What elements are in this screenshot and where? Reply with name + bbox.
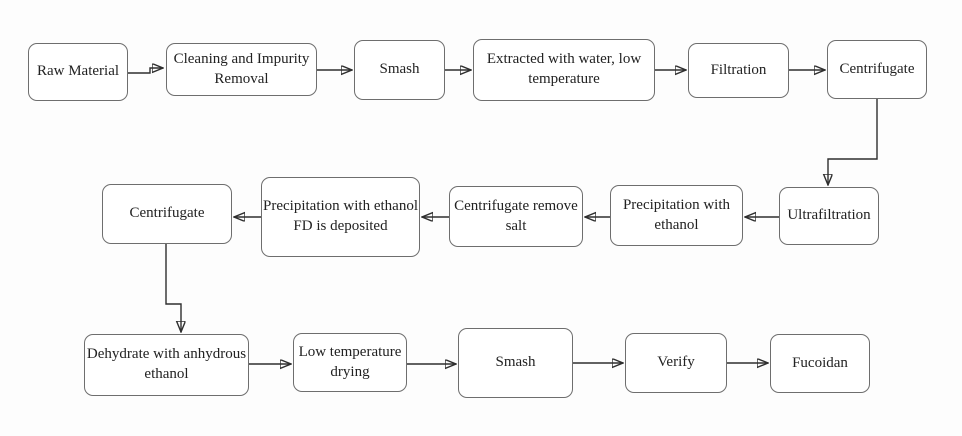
- node-centrifugate-2: Centrifugate: [102, 184, 232, 244]
- node-smash-1: Smash: [354, 40, 445, 100]
- node-centrifugate-1: Centrifugate: [827, 40, 927, 99]
- node-cleaning-impurity-removal: Cleaning and Impurity Removal: [166, 43, 317, 96]
- node-smash-2: Smash: [458, 328, 573, 398]
- node-ultrafiltration: Ultrafiltration: [779, 187, 879, 245]
- node-low-temperature-drying: Low temperature drying: [293, 333, 407, 392]
- node-centrifugate-remove-salt: Centrifugate remove salt: [449, 186, 583, 247]
- arrow-centrifugate-2-to-dehydrate: [165, 244, 181, 332]
- node-filtration: Filtration: [688, 43, 789, 98]
- node-fucoidan: Fucoidan: [770, 334, 870, 393]
- node-dehydrate-anhydrous-ethanol: Dehydrate with anhydrous ethanol: [84, 334, 249, 396]
- arrow-raw-material-to-cleaning: [128, 68, 163, 74]
- node-raw-material: Raw Material: [28, 43, 128, 101]
- arrow-centrifugate-1-to-ultrafiltration: [828, 99, 878, 185]
- node-precipitation-with-ethanol: Precipitation with ethanol: [610, 185, 743, 246]
- node-precipitation-fd-deposited: Precipitation with ethanol FD is deposit…: [261, 177, 420, 257]
- node-extracted-with-water: Extracted with water, low temperature: [473, 39, 655, 101]
- node-verify: Verify: [625, 333, 727, 393]
